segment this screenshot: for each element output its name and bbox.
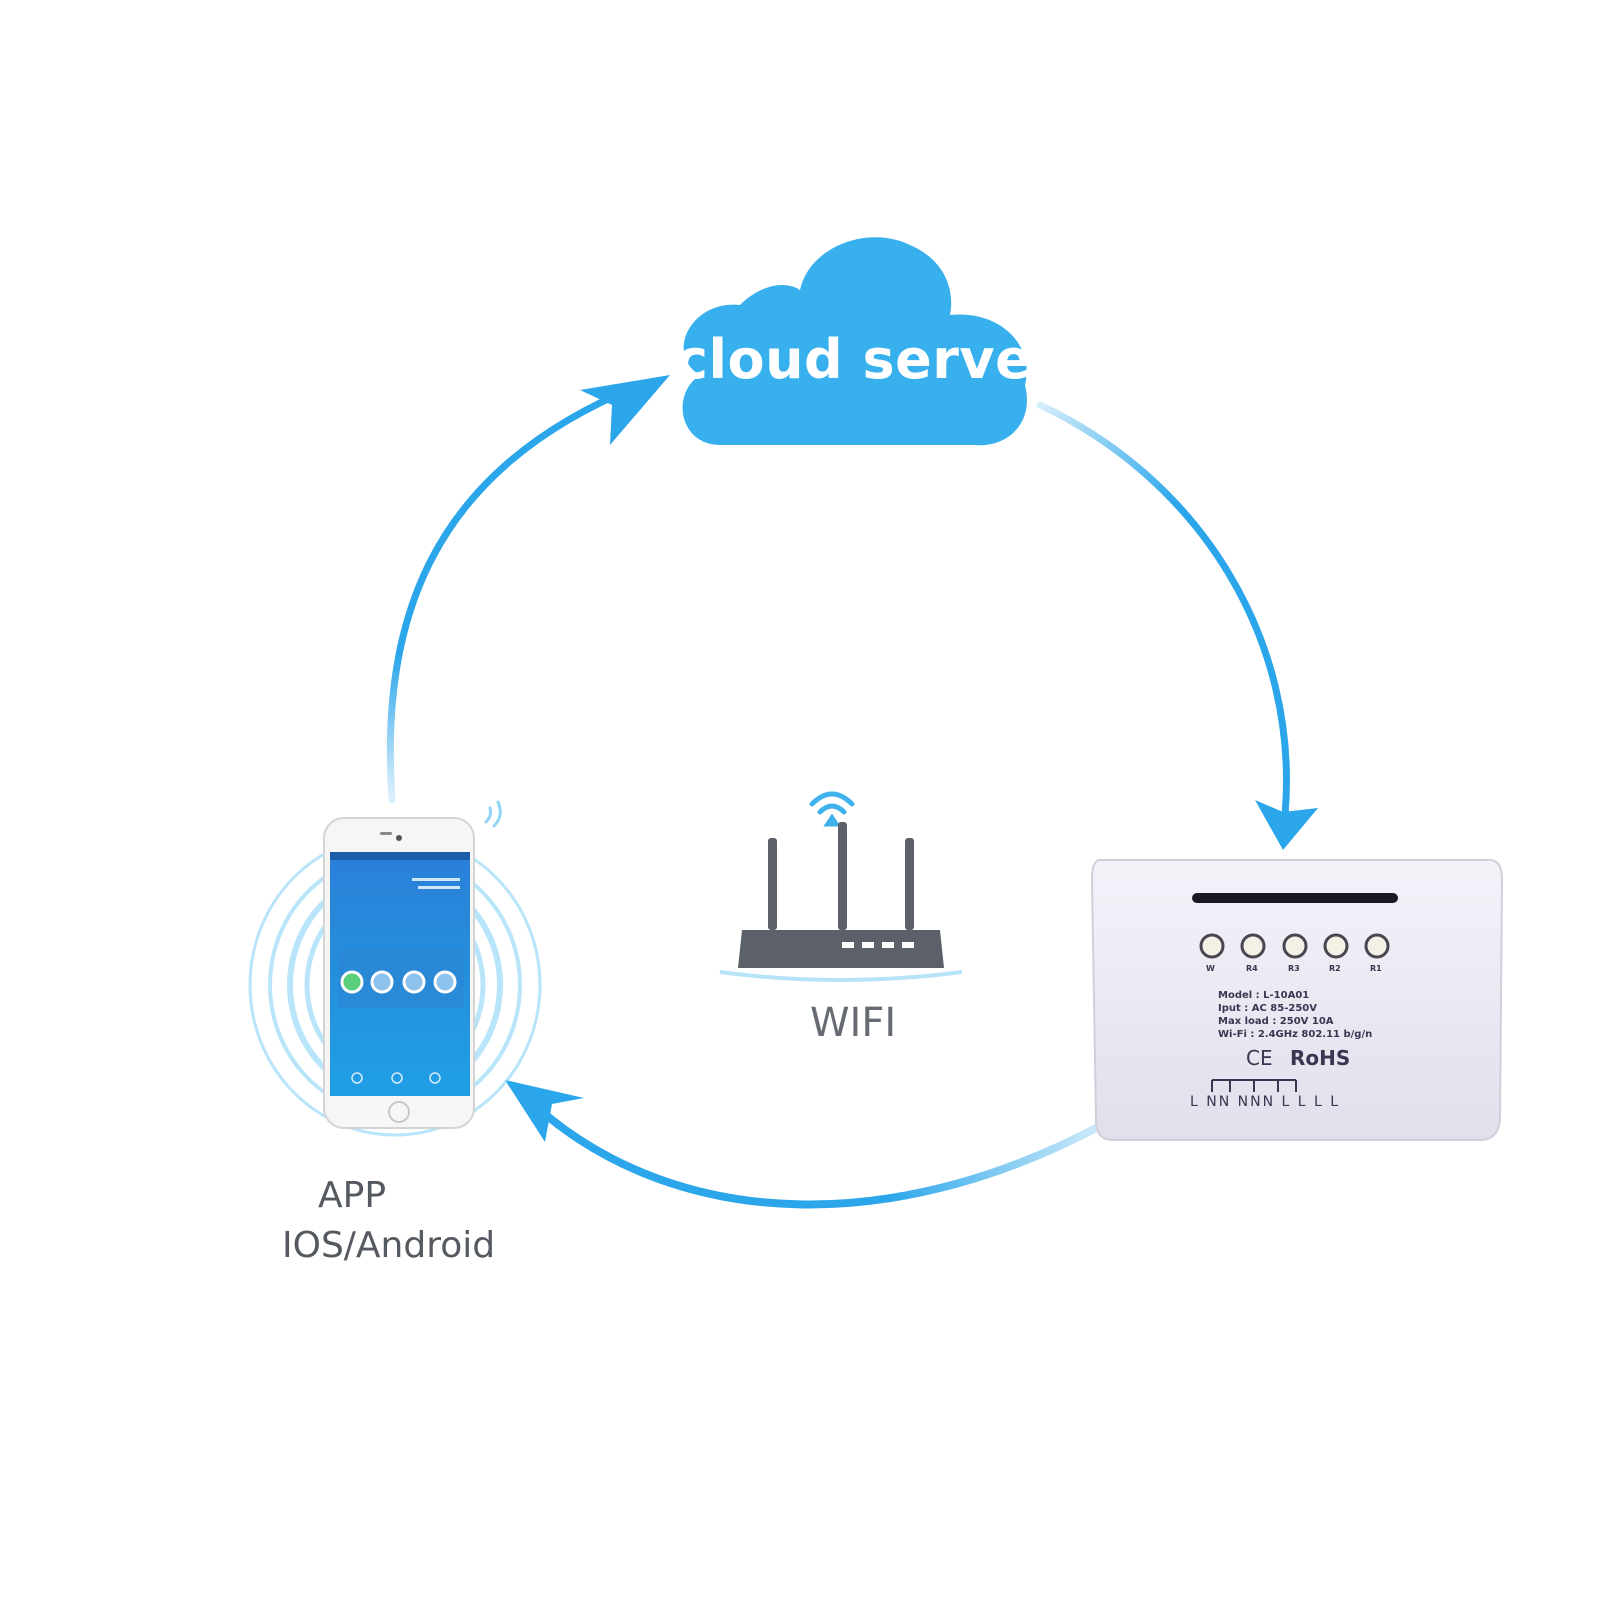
- relay-spec-line: Model : L-10A01: [1218, 990, 1310, 1001]
- relay-spec-line: Max load : 250V 10A: [1218, 1016, 1334, 1027]
- relay-node: [1090, 859, 1504, 1141]
- ce-mark: CE: [1246, 1046, 1273, 1070]
- rohs-mark: RoHS: [1290, 1046, 1351, 1070]
- phone-icon: [323, 817, 475, 1129]
- arrowhead-icon: [580, 375, 670, 445]
- cloud-icon: [682, 237, 1027, 446]
- relay-device-icon: [1090, 859, 1504, 1141]
- platform-label: IOS/Android: [282, 1225, 496, 1266]
- edge-relay-to-phone: [505, 1080, 1124, 1209]
- relay-button-label: R4: [1246, 964, 1258, 973]
- wifi-label: WIFI: [810, 1000, 897, 1046]
- relay-terminals: L NN NNN L L L L: [1190, 1094, 1341, 1110]
- relay-buttons: [1199, 933, 1390, 959]
- cloud-server-label: cloud server: [676, 328, 1060, 391]
- relay-button-label: W: [1206, 964, 1215, 973]
- edge-phone-to-cloud: [386, 375, 670, 804]
- wifi-signal-icon: [809, 791, 855, 827]
- relay-spec-line: Iput : AC 85-250V: [1218, 1003, 1317, 1014]
- app-label: APP: [318, 1175, 387, 1216]
- wifi-signal-icon: [484, 800, 502, 828]
- arrowhead-icon: [1255, 800, 1318, 850]
- relay-button-label: R1: [1370, 964, 1382, 973]
- relay-button-label: R3: [1288, 964, 1300, 973]
- edge-cloud-to-relay: [1036, 401, 1318, 850]
- relay-button-label: R2: [1329, 964, 1341, 973]
- arrowhead-icon: [505, 1080, 584, 1142]
- router-node: [719, 791, 963, 982]
- relay-spec-line: Wi-Fi : 2.4GHz 802.11 b/g/n: [1218, 1029, 1373, 1040]
- phone-node: [248, 800, 542, 1137]
- router-icon: [719, 822, 963, 982]
- cloud-server-node: [682, 237, 1027, 446]
